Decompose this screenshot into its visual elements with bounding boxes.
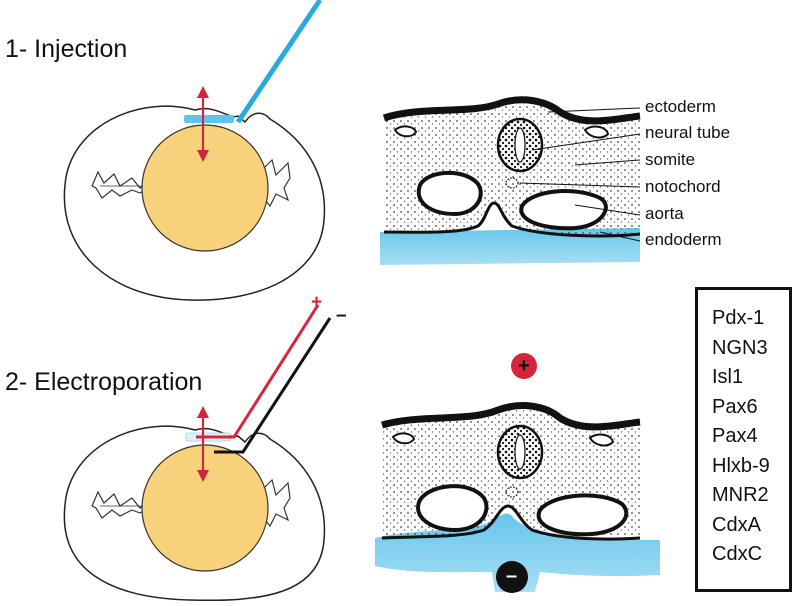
ectoderm-2 (381, 402, 641, 431)
embryo-streak-right-1 (261, 158, 291, 208)
step-2-title: 2- Electroporation (5, 368, 203, 396)
egg-2 (63, 304, 332, 602)
gene-item: NGN3 (712, 336, 768, 359)
gene-item: CdxA (712, 513, 761, 536)
gene-item: MNR2 (712, 484, 769, 506)
egg-1 (63, 0, 326, 301)
positive-field-sign: + (518, 355, 530, 377)
label-ectoderm: ectoderm (645, 97, 716, 116)
micropipette (235, 0, 323, 124)
negative-electrode (214, 317, 332, 454)
positive-electrode (196, 304, 320, 439)
gene-list-box: Pdx-1 NGN3 Isl1 Pax6 Pax4 Hlxb-9 MNR2 Cd… (695, 287, 792, 592)
endoderm-blue-staining-1 (380, 228, 640, 265)
electrode-plus-sign: + (311, 292, 323, 313)
ectoderm-1 (382, 96, 641, 125)
aorta-left-2 (416, 484, 489, 533)
embryo-section-1 (380, 96, 641, 265)
embryo-streak-right-2 (261, 478, 291, 528)
step-1-title: 1- Injection (5, 35, 128, 63)
label-aorta: aorta (645, 204, 684, 223)
gene-item: Hlxb-9 (712, 454, 770, 477)
yolk-1 (141, 124, 269, 252)
injected-solution-1 (184, 115, 234, 123)
label-neural-tube: neural tube (645, 123, 731, 142)
gene-item: CdxC (712, 543, 763, 565)
positive-field-marker (511, 353, 537, 379)
gene-item: Pax6 (712, 395, 758, 418)
aorta-right-1 (519, 189, 608, 231)
aorta-left-1 (416, 170, 483, 217)
yolk-2 (141, 444, 269, 572)
label-endoderm: endoderm (645, 230, 722, 249)
electrode-minus-sign: – (336, 305, 347, 326)
notochord-1 (505, 177, 519, 189)
notochord-2 (505, 486, 519, 498)
label-somite: somite (645, 150, 696, 169)
endoderm-1 (383, 201, 641, 238)
negative-field-marker (496, 561, 528, 593)
negative-field-sign: – (506, 565, 518, 587)
label-notochord: notochord (645, 177, 721, 196)
gene-item: Isl1 (712, 366, 744, 388)
gene-list: Pdx-1 NGN3 Isl1 Pax6 Pax4 Hlxb-9 MNR2 Cd… (698, 290, 789, 570)
embryo-section-2 (375, 353, 660, 593)
aorta-right-2 (536, 493, 629, 537)
endoderm-2 (381, 504, 641, 541)
gene-item: Pax4 (712, 425, 758, 447)
gene-item: Pdx-1 (712, 307, 765, 329)
